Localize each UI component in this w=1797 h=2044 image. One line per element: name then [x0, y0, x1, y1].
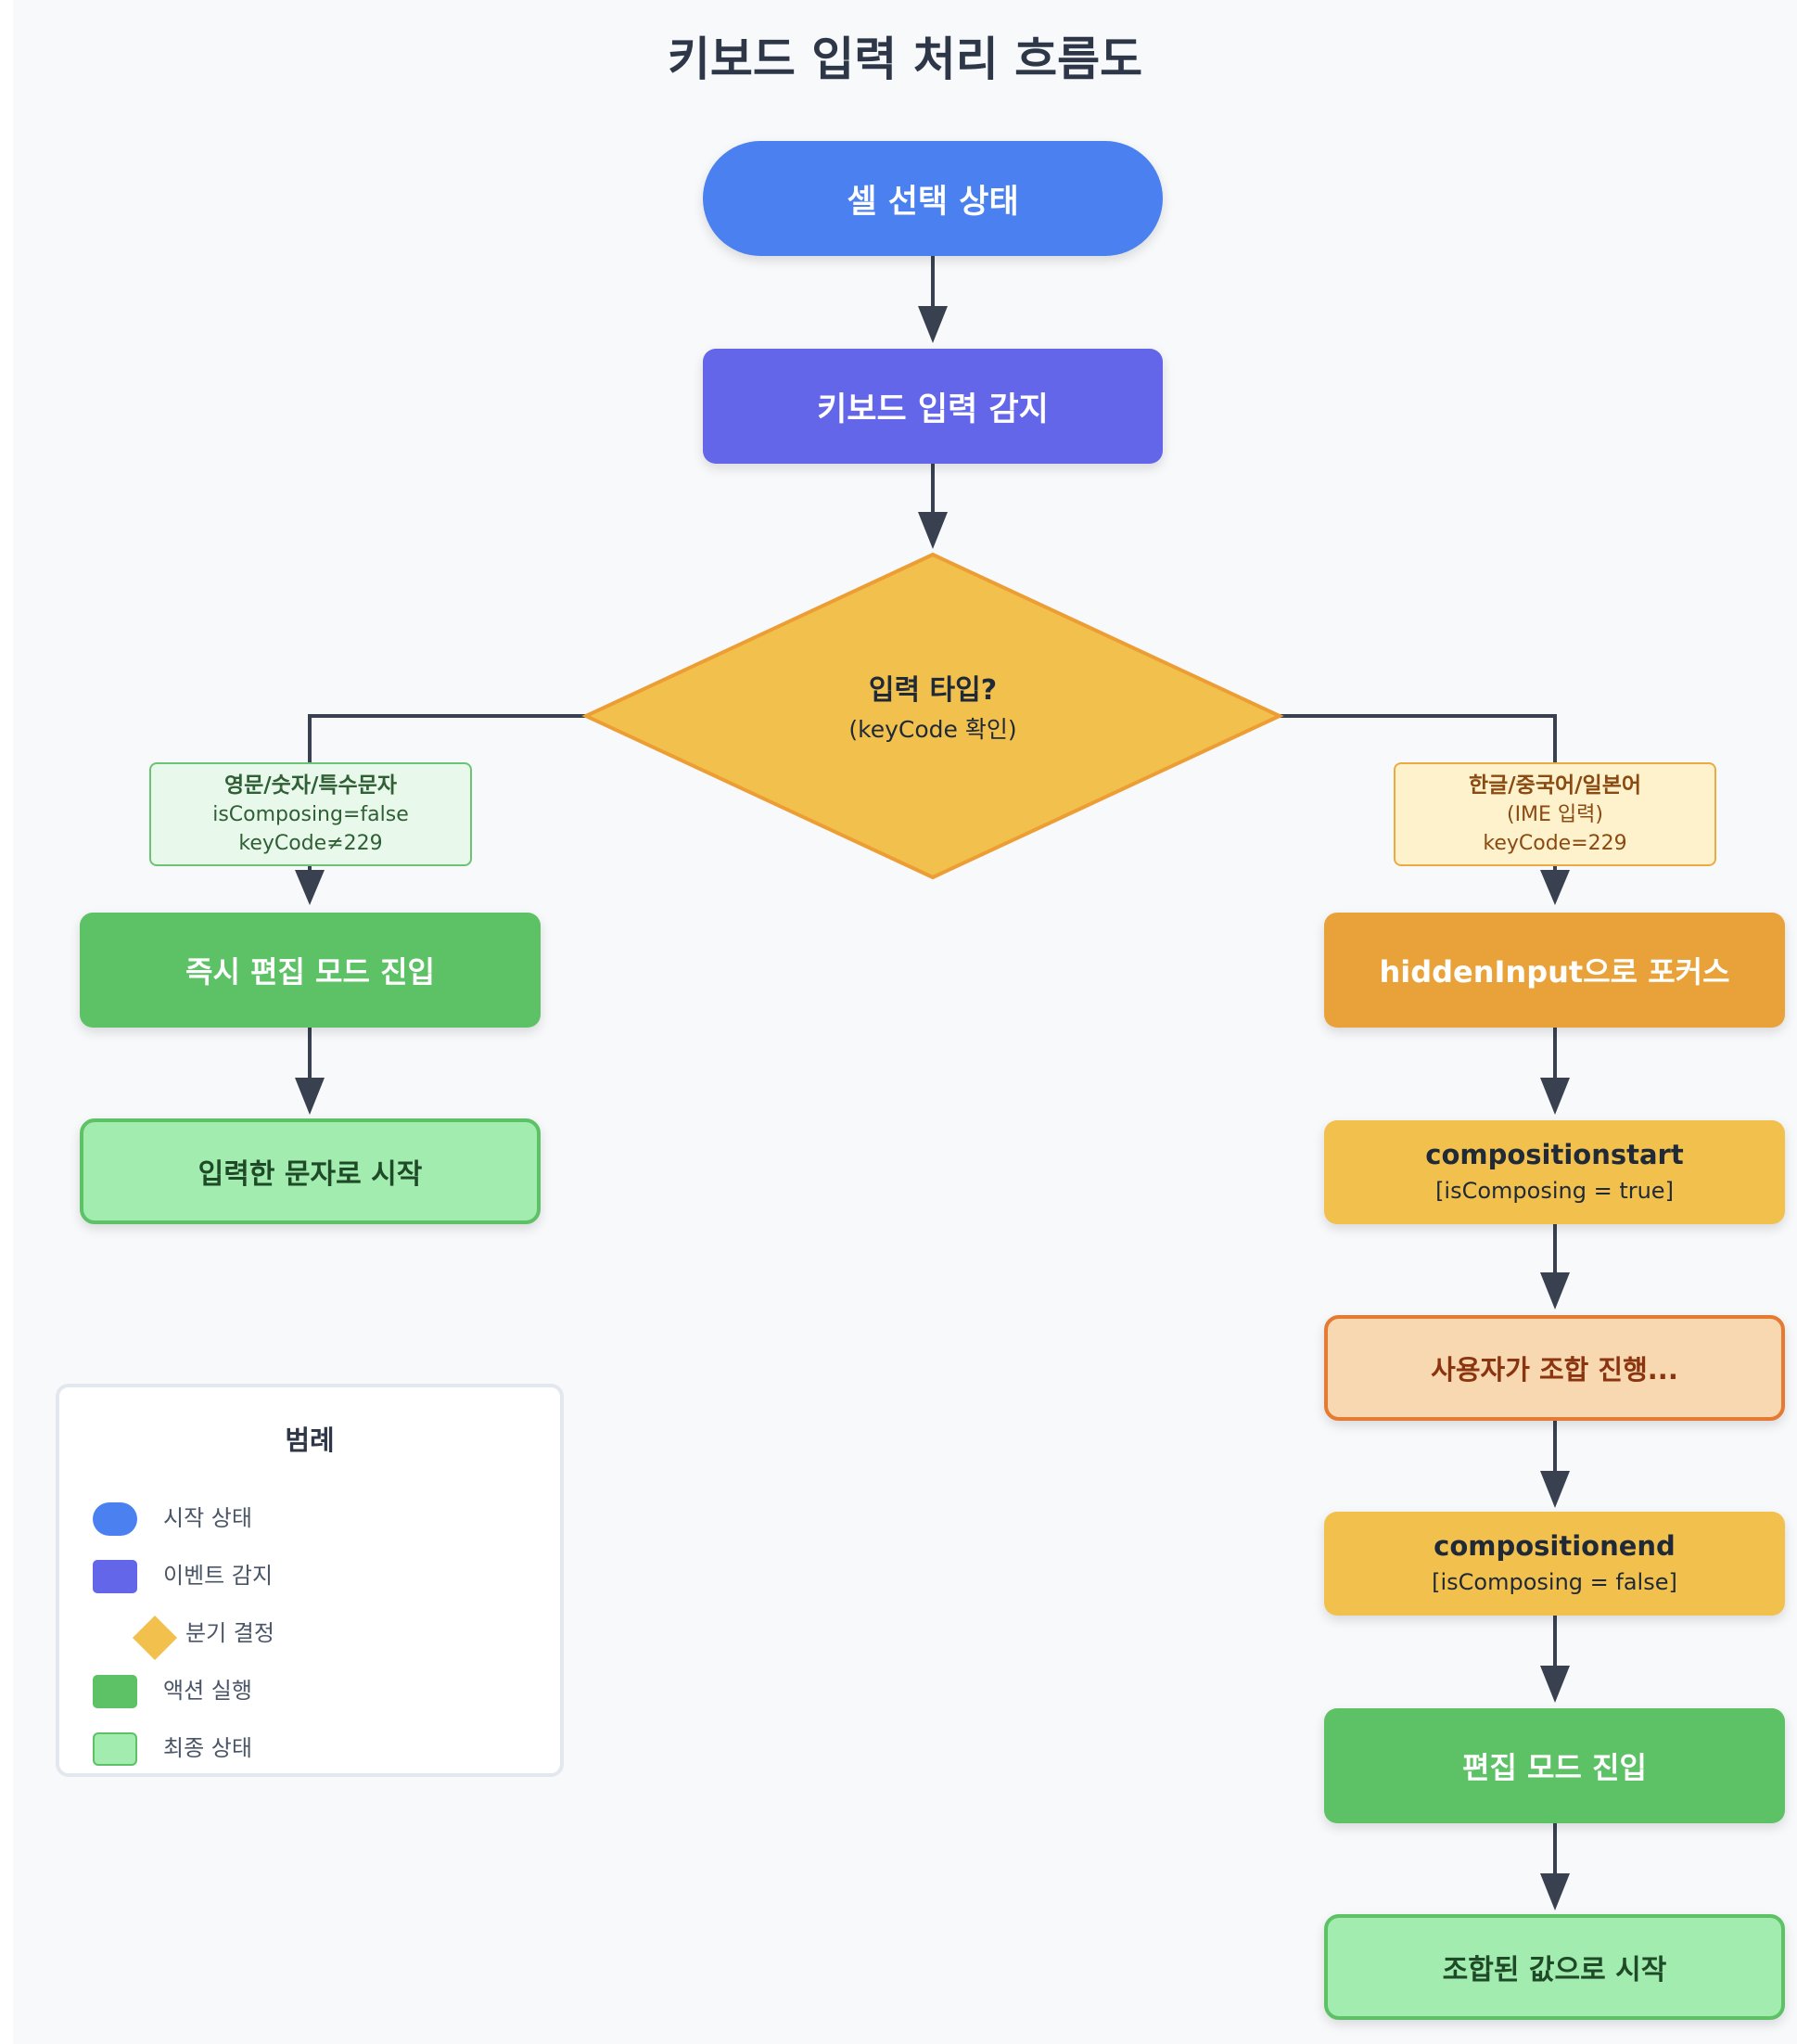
condition-left: 영문/숫자/특수문자 isComposing=false keyCode≠229 — [149, 762, 472, 866]
legend-swatch-pill — [93, 1502, 137, 1536]
node-immediate-edit[interactable]: 즉시 편집 모드 진입 — [80, 913, 541, 1028]
legend-swatch-diamond — [132, 1615, 178, 1661]
condition-line: (IME 입력) — [1506, 802, 1603, 826]
legend-title: 범례 — [285, 1424, 335, 1456]
condition-title: 영문/숫자/특수문자 — [223, 773, 398, 798]
legend-label: 최종 상태 — [163, 1735, 252, 1761]
decision-main: 입력 타입? — [868, 674, 998, 707]
node-keyboard-detect[interactable]: 키보드 입력 감지 — [703, 349, 1163, 464]
flowchart-canvas: 키보드 입력 처리 흐름도 셀 선택 상태 키보드 입력 감지 입력 타입? (… — [13, 0, 1797, 2044]
arrowhead — [1540, 1666, 1570, 1703]
node-composition-end[interactable]: compositionend [isComposing = false] — [1324, 1512, 1785, 1616]
arrowhead — [1540, 1471, 1570, 1508]
legend-item-event: 이벤트 감지 — [59, 1552, 560, 1599]
node-label: compositionstart — [1425, 1139, 1684, 1170]
arrowhead — [918, 512, 948, 549]
node-label: 즉시 편집 모드 진입 — [185, 954, 435, 990]
condition-line: keyCode≠229 — [238, 831, 383, 855]
decision-label: 입력 타입? (keyCode 확인) — [773, 672, 1092, 748]
flowchart-edges — [295, 256, 1570, 1910]
node-label: 입력한 문자로 시작 — [198, 1158, 423, 1191]
condition-title: 한글/중국어/일본어 — [1468, 773, 1642, 798]
edge-decision-right — [1268, 714, 1557, 762]
page-title: 키보드 입력 처리 흐름도 — [667, 32, 1143, 86]
node-hidden-input-focus[interactable]: hiddenInput으로 포커스 — [1324, 913, 1785, 1028]
legend-label: 분기 결정 — [185, 1620, 274, 1646]
legend-swatch-rounded-rect — [93, 1560, 137, 1593]
arrowhead — [1540, 1873, 1570, 1910]
node-start-with-char[interactable]: 입력한 문자로 시작 — [80, 1118, 541, 1224]
arrowhead — [295, 870, 325, 905]
arrowhead — [918, 306, 948, 343]
node-label: 키보드 입력 감지 — [817, 390, 1049, 428]
legend-swatch-outlined-rect — [93, 1732, 137, 1766]
arrowhead — [1540, 870, 1570, 905]
condition-right: 한글/중국어/일본어 (IME 입력) keyCode=229 — [1394, 762, 1716, 866]
legend-item-decision: 분기 결정 — [59, 1610, 560, 1661]
legend: 범례 시작 상태 이벤트 감지 분기 결정 액션 실행 최종 상태 — [56, 1384, 564, 1777]
legend-label: 액션 실행 — [163, 1678, 252, 1704]
legend-label: 시작 상태 — [163, 1505, 252, 1531]
node-sublabel: [isComposing = true] — [1435, 1178, 1674, 1204]
node-label: compositionend — [1434, 1530, 1676, 1562]
condition-line: isComposing=false — [212, 802, 409, 826]
node-label: 셀 선택 상태 — [847, 183, 1019, 221]
legend-swatch-rect — [93, 1675, 137, 1708]
node-edit-mode[interactable]: 편집 모드 진입 — [1324, 1708, 1785, 1823]
decision-sub: (keyCode 확인) — [848, 716, 1017, 743]
node-composition-start[interactable]: compositionstart [isComposing = true] — [1324, 1120, 1785, 1224]
arrowhead — [1540, 1272, 1570, 1309]
node-label: 사용자가 조합 진행... — [1431, 1354, 1678, 1386]
node-label: 조합된 값으로 시작 — [1442, 1954, 1667, 1987]
node-start-with-composed[interactable]: 조합된 값으로 시작 — [1324, 1914, 1785, 2020]
node-label: hiddenInput으로 포커스 — [1379, 954, 1730, 990]
legend-item-start: 시작 상태 — [59, 1495, 560, 1541]
arrowhead — [1540, 1078, 1570, 1115]
decision-diamond — [581, 552, 1284, 880]
legend-item-final: 최종 상태 — [59, 1725, 560, 1771]
node-label: 편집 모드 진입 — [1462, 1750, 1647, 1785]
arrowhead — [295, 1078, 325, 1115]
condition-line: keyCode=229 — [1483, 831, 1627, 855]
node-sublabel: [isComposing = false] — [1432, 1569, 1677, 1595]
node-cell-selected[interactable]: 셀 선택 상태 — [703, 141, 1163, 256]
node-user-composing[interactable]: 사용자가 조합 진행... — [1324, 1315, 1785, 1421]
edge-decision-left — [308, 714, 597, 762]
legend-label: 이벤트 감지 — [163, 1563, 274, 1589]
legend-item-action: 액션 실행 — [59, 1667, 560, 1714]
